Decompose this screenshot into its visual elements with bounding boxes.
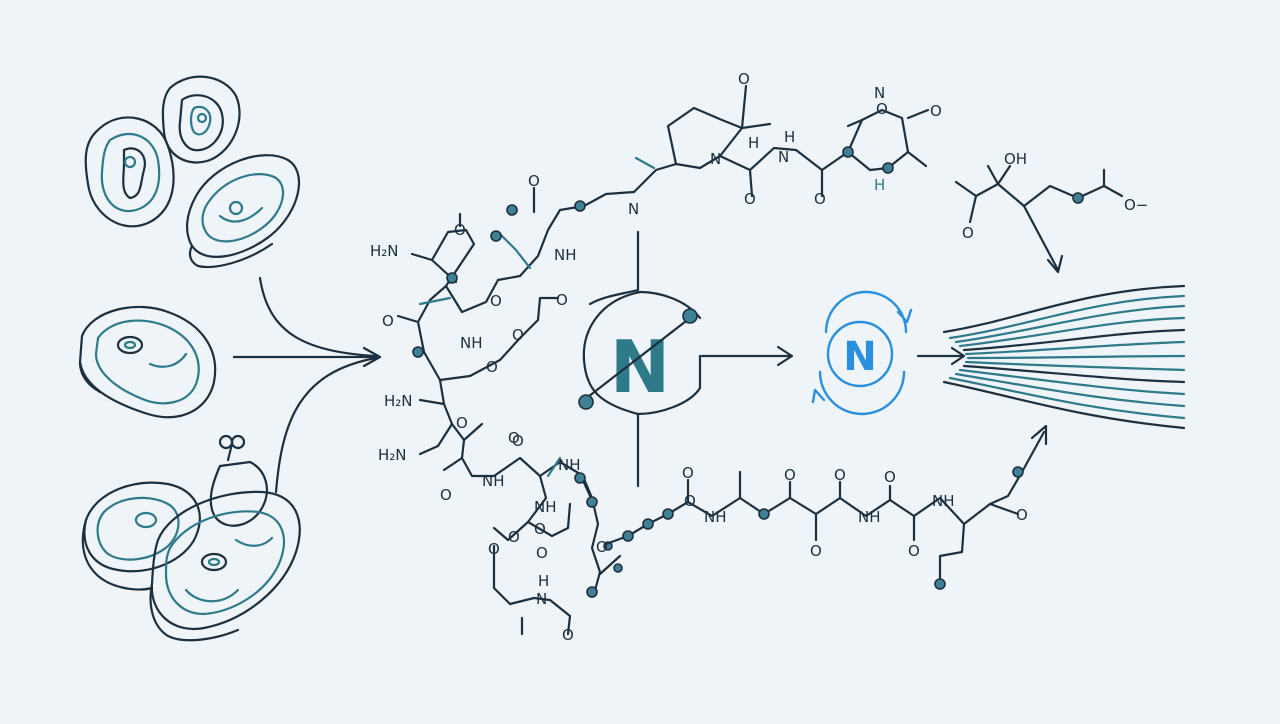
meat-slice-icon [161,75,241,164]
top-peptide-chain: N H N H N H N O O O O O OH O O− [588,70,1148,306]
meat-cutlet-icon [84,116,175,228]
top-label-8: O [738,70,750,88]
bottom-label-16: NH [932,492,955,510]
bottom-label-4: NH [534,498,557,516]
left-label-9: O [486,358,498,376]
steak-large-icon [149,490,301,642]
bottom-label-10: O [834,466,846,484]
left-label-15: O [508,429,520,447]
bottom-label-0: O [488,540,500,558]
node-to-recycle-arrow [700,345,794,367]
bottom-label-3: O [562,626,574,644]
bottom-label-1: N [536,590,547,608]
bottom-peptide-chain: O N H O NH O O NH O O O O O NH O O NH O … [488,424,1048,644]
left-label-10: H₂N [384,392,413,410]
top-label-6: N [874,84,885,102]
bottom-label-17: O [508,528,520,546]
left-label-5: NH [554,246,577,264]
bottom-label-21: O [810,542,822,560]
bottom-label-8: O [682,464,694,482]
bottom-label-7: NH [704,508,727,526]
top-label-10: O [814,190,826,208]
left-label-1: O [454,221,466,239]
recycle-to-muscle-arrow [916,346,966,366]
top-label-14: O− [1124,196,1148,214]
bottom-label-18: O [512,432,524,450]
left-label-0: H₂N [370,242,399,260]
left-label-6: NH [460,334,483,352]
top-label-12: OH [1004,150,1027,168]
roast-meat-icon [81,481,201,591]
bottom-label-12: O [908,542,920,560]
muscle-fiber-icon [942,284,1186,430]
bottom-label-2: H [538,572,549,590]
left-label-8: O [512,326,524,344]
left-label-4: O [556,291,568,309]
recycle-n-label: N [843,334,876,380]
top-label-7: O [876,100,888,118]
bottom-label-5: O [536,544,548,562]
left-label-11: O [456,414,468,432]
top-label-9: O [744,190,756,208]
bottom-label-14: O [1016,506,1028,524]
bottom-label-9: O [784,466,796,484]
left-peptide-chain: H₂N O O O O NH NH O O O H₂N O H₂N O NH O [370,172,636,636]
top-label-1: H [748,134,759,152]
top-label-2: N [710,150,721,168]
top-label-3: H [784,128,795,146]
bottom-label-19: NH [558,456,581,474]
left-label-14: NH [482,472,505,490]
left-label-13: O [440,486,452,504]
input-arrows [232,276,382,494]
left-label-2: O [528,172,540,190]
nitrogen-recycle-icon: N [811,290,913,416]
bottom-label-15: O [684,492,696,510]
nitrogen-node-icon: N [578,290,702,488]
left-label-12: H₂N [378,446,407,464]
top-label-13: O [962,224,974,242]
top-label-0: N [628,200,639,218]
bottom-label-20: O [534,520,546,538]
poultry-leg-icon [209,434,268,527]
top-label-4: N [778,148,789,166]
bottom-label-13: NH [858,508,881,526]
bottom-label-11: O [884,468,896,486]
steak-icon [186,154,301,269]
left-label-3: O [490,292,502,310]
central-n-label: N [610,325,670,409]
left-label-7: O [382,312,394,330]
top-label-5: H [874,176,885,194]
beef-cut-icon [78,305,217,419]
top-label-11: O [930,102,942,120]
bottom-label-6: O [596,538,608,556]
